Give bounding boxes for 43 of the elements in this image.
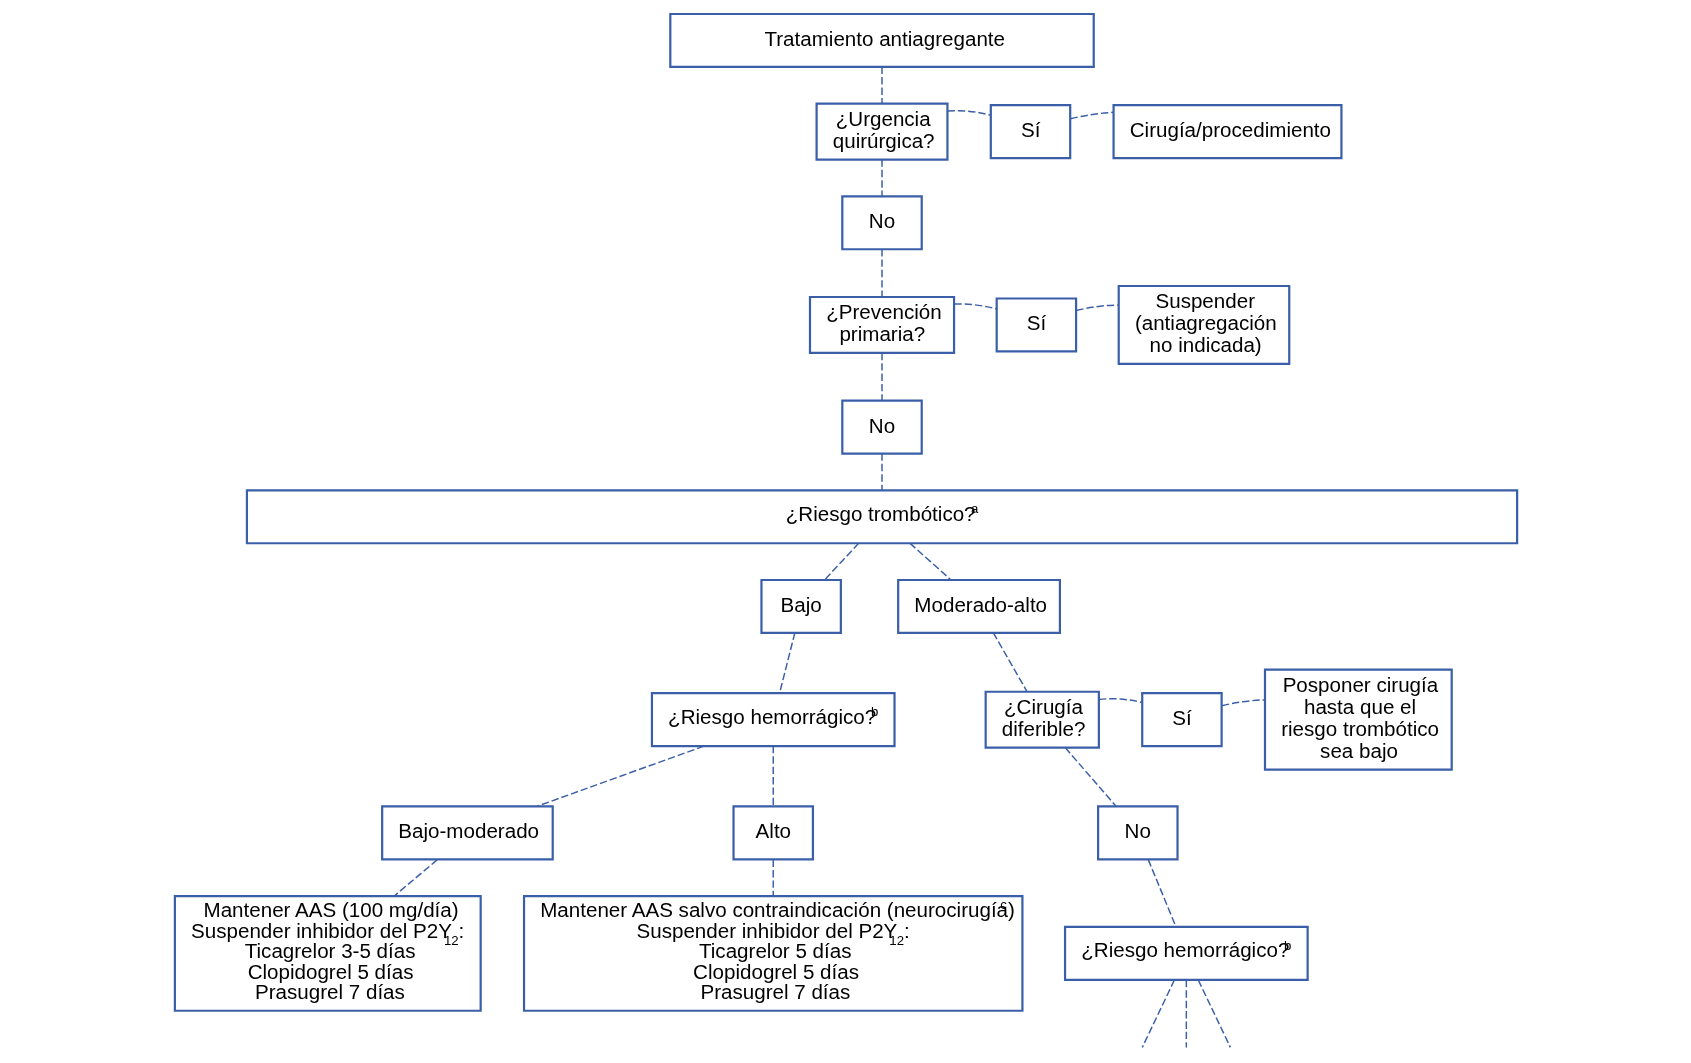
node-box: No — [840, 399, 923, 455]
connector — [880, 66, 883, 105]
node-box: ¿Prevención primaria? — [808, 295, 955, 354]
connector — [1220, 699, 1265, 707]
connector — [823, 542, 859, 581]
node-box: Mantener AAS (100 mg/día) Suspender inhibidor del P2Y$_{12}$: Ticagrelor 3-5 días Clopidogrel 5 días Prasugrel 7 días — [173, 895, 482, 1012]
node-box: Tratamiento antiagregante — [668, 12, 1095, 69]
connector — [1197, 979, 1231, 1049]
connector — [392, 859, 438, 897]
node-box: No — [1096, 805, 1179, 861]
node-box: ¿Urgencia quirúrgica? — [815, 102, 949, 161]
node-box: No — [840, 195, 923, 251]
node-box: Posponer cirugía hasta que el riesgo trombótico sea bajo — [1263, 668, 1453, 771]
connector — [880, 158, 883, 197]
node-box: Cirugía/procedimiento — [1111, 104, 1343, 160]
connector — [946, 109, 991, 116]
node-box: ¿Riesgo hemorrágico?$^{b}$ — [650, 692, 896, 748]
node-box: ¿Riesgo hemorrágico?$^{b}$ — [1063, 925, 1309, 981]
connector — [1141, 979, 1175, 1049]
node-box: Moderado-alto — [896, 578, 1061, 635]
connector — [908, 542, 951, 581]
connector — [953, 303, 997, 310]
connector — [535, 745, 705, 808]
connector — [772, 745, 774, 807]
connector — [1097, 698, 1142, 704]
node-box: Bajo — [759, 578, 842, 635]
connector — [1064, 747, 1117, 807]
connector — [772, 859, 774, 897]
connector — [880, 352, 883, 402]
node-box: Alto — [731, 805, 814, 861]
connector — [1185, 979, 1187, 1049]
connector — [1075, 304, 1119, 312]
connector — [1069, 111, 1114, 120]
connector — [880, 452, 883, 491]
node-box: Sí — [989, 104, 1071, 160]
node-box: Suspender (antiagregación no indicada) — [1117, 284, 1290, 365]
node-box: Sí — [1140, 692, 1223, 748]
node-box: Sí — [995, 297, 1077, 353]
node-box: ¿Cirugía diferible? — [984, 690, 1100, 749]
connector — [880, 248, 883, 298]
connector — [1147, 859, 1177, 928]
node-box: Bajo-moderado — [380, 805, 554, 861]
connector — [992, 632, 1028, 693]
